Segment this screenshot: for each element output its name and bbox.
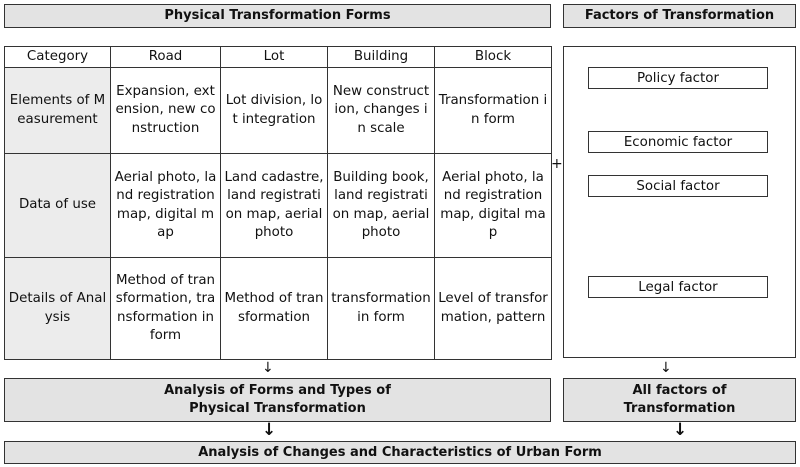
down-arrow-icon: ↓ — [262, 360, 274, 376]
table-cell: Method of transformation — [220, 257, 328, 360]
down-arrow-icon: ↓ — [660, 360, 672, 376]
final-analysis-box: Analysis of Changes and Characteristics … — [4, 441, 796, 464]
factor-label: Economic factor — [623, 134, 733, 150]
column-header-lot: Lot — [220, 46, 328, 68]
table-row-details-of-analysis: Details of Analysis Method of transforma… — [4, 257, 552, 360]
plus-connector: + — [551, 156, 563, 172]
final-analysis-title: Analysis of Changes and Characteristics … — [198, 444, 602, 460]
all-factors-line1: All factors of — [632, 383, 727, 399]
factor-economic: Economic factor — [588, 131, 768, 153]
down-arrow-bold-icon: ↓ — [262, 420, 277, 440]
physical-transformation-forms-title: Physical Transformation Forms — [164, 8, 391, 24]
factor-legal: Legal factor — [588, 276, 768, 298]
table-header-row: Category Road Lot Building Block — [4, 46, 552, 68]
factor-label: Social factor — [636, 178, 720, 194]
analysis-of-forms-line1: Analysis of Forms and Types of — [164, 383, 391, 399]
table-row-data-of-use: Data of use Aerial photo, land registrat… — [4, 153, 552, 258]
table-cell: Aerial photo, land registration map, dig… — [110, 153, 221, 258]
transformation-forms-table: Category Road Lot Building Block Element… — [4, 46, 552, 360]
column-header-block: Block — [434, 46, 552, 68]
table-cell: Transformation in form — [434, 67, 552, 154]
analysis-of-forms-box: Analysis of Forms and Types of Physical … — [4, 378, 551, 422]
all-factors-line2: Transformation — [623, 401, 736, 416]
table-cell: Aerial photo, land registration map, dig… — [434, 153, 552, 258]
factor-label: Legal factor — [638, 279, 718, 295]
table-cell: Building book, land registration map, ae… — [327, 153, 435, 258]
table-cell: Level of transformation, pattern — [434, 257, 552, 360]
table-cell: Method of transformation, transformation… — [110, 257, 221, 360]
factors-panel — [563, 46, 796, 358]
table-row-elements-of-measurement: Elements of Measurement Expansion, exten… — [4, 67, 552, 154]
table-cell: Land cadastre, land registration map, ae… — [220, 153, 328, 258]
table-cell: Lot division, lot integration — [220, 67, 328, 154]
table-cell: transformation in form — [327, 257, 435, 360]
row-category: Details of Analysis — [4, 257, 111, 360]
factors-of-transformation-header: Factors of Transformation — [563, 4, 796, 28]
all-factors-box: All factors of Transformation — [563, 378, 796, 422]
physical-transformation-forms-header: Physical Transformation Forms — [4, 4, 551, 28]
factor-policy: Policy factor — [588, 67, 768, 89]
factors-of-transformation-title: Factors of Transformation — [584, 8, 775, 24]
down-arrow-bold-icon: ↓ — [673, 420, 688, 440]
row-category: Data of use — [4, 153, 111, 258]
analysis-of-forms-line2: Physical Transformation — [189, 401, 366, 416]
column-header-category: Category — [4, 46, 111, 68]
table-cell: Expansion, extension, new construction — [110, 67, 221, 154]
factor-social: Social factor — [588, 175, 768, 197]
factor-label: Policy factor — [636, 70, 719, 86]
table-cell: New construction, changes in scale — [327, 67, 435, 154]
column-header-road: Road — [110, 46, 221, 68]
row-category: Elements of Measurement — [4, 67, 111, 154]
column-header-building: Building — [327, 46, 435, 68]
